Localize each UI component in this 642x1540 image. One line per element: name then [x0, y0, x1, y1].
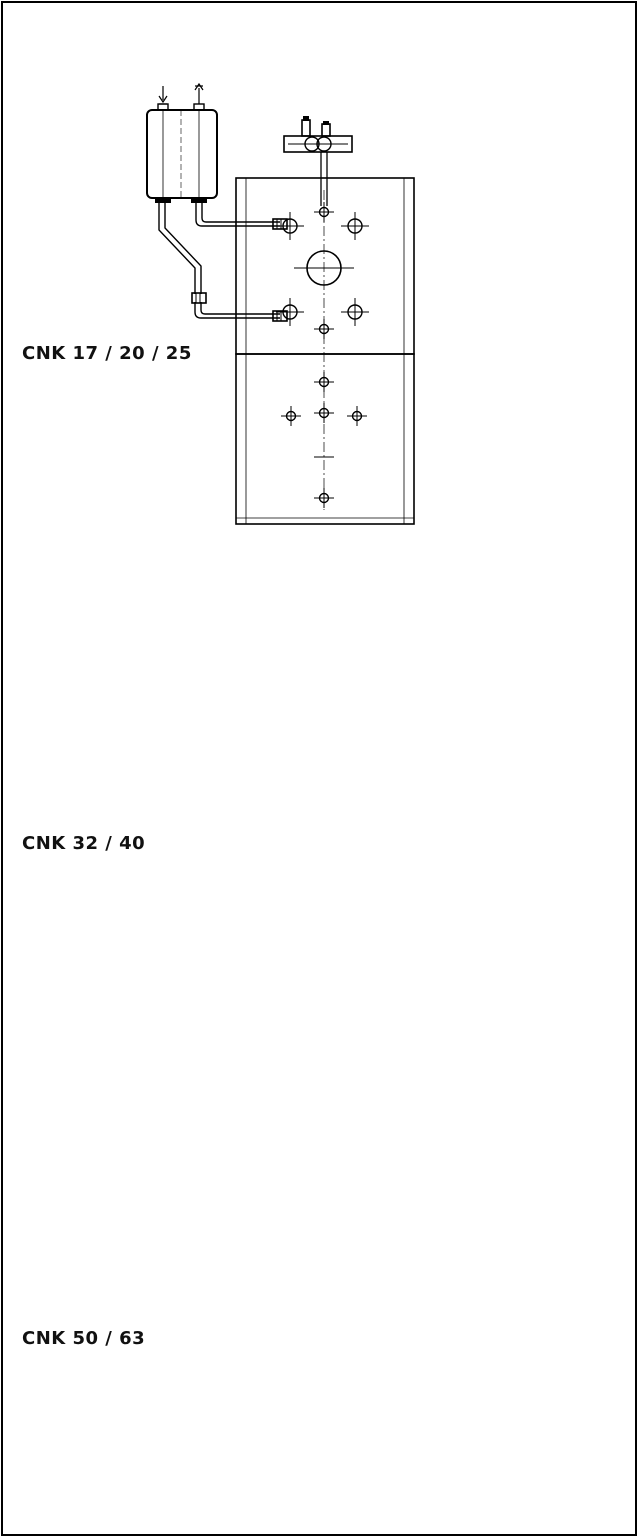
diagram-cnk-17-20-25: [146, 82, 415, 525]
arrow-in-icon: [158, 86, 168, 105]
model-label-2: CNK 32 / 40: [22, 833, 146, 854]
model-label-1: CNK 17 / 20 / 25: [22, 343, 192, 364]
model-label-3: CNK 50 / 63: [22, 1328, 146, 1349]
expansion-tank: [146, 103, 218, 203]
pipes: [158, 203, 280, 319]
port-circle-icon: [275, 201, 370, 509]
arrow-out-icon: [194, 82, 204, 104]
appliance-box: [235, 177, 415, 525]
